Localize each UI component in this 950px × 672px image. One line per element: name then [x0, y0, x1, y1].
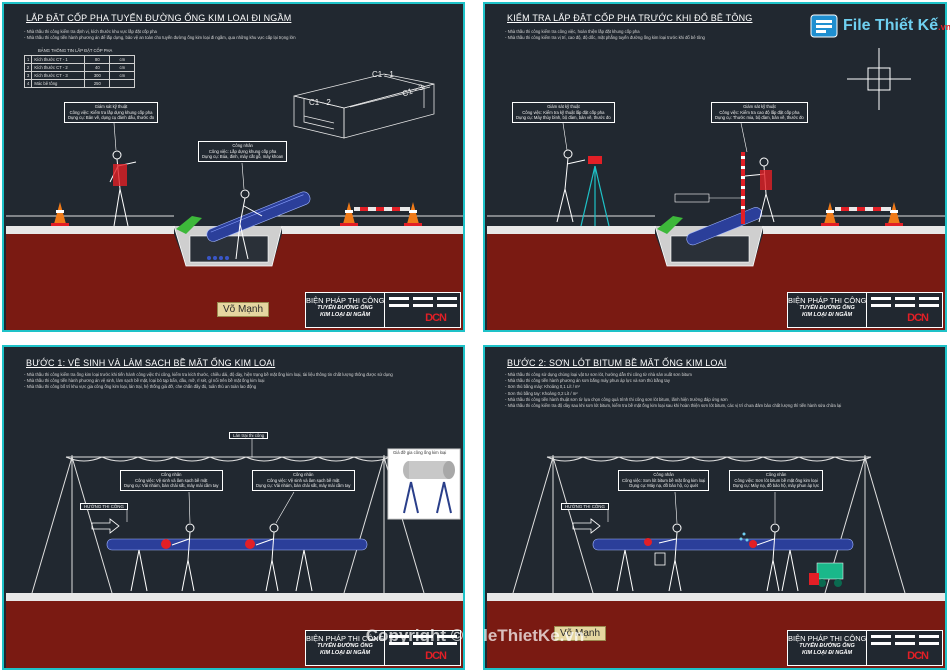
- crosshair-icon: [847, 48, 911, 110]
- rebar-dots: [207, 256, 229, 260]
- cleaning-worker-1: [171, 523, 195, 592]
- panel-check-formwork: KIỂM TRA LẮP ĐẶT CỐP PHA TRƯỚC KHI ĐỔ BÊ…: [483, 2, 947, 332]
- note-line: Nhà thầu thi công kiểm tra độ dày sau kh…: [505, 403, 842, 409]
- surveyor-figure: [556, 149, 586, 223]
- note-line: Sơn thủ bằng máy: Khoảng 0,1 Lít / m²: [505, 384, 841, 390]
- scene-bitumen-primer: [487, 455, 945, 668]
- scene-check-formwork: [487, 48, 945, 330]
- brush-worker: [658, 523, 682, 592]
- panel-clean-pipe: BƯỚC 1: VỆ SINH VÀ LÀM SẠCH BỀ MẶT ỐNG K…: [2, 345, 465, 670]
- panel-notes: Nhà thầu thi công kiểm tra công việc, ho…: [505, 29, 705, 41]
- note-line: Nhà thầu thi công kiểm tra vị trí, cao đ…: [505, 35, 705, 41]
- signature-label: Võ Mạnh: [217, 302, 270, 317]
- supervisor-figure: [109, 150, 137, 227]
- dcn-logo: DCN: [425, 650, 447, 662]
- spray-machine: [809, 562, 844, 587]
- direction-arrow-icon: [572, 518, 601, 534]
- road-base: [6, 226, 174, 234]
- filethietke-logo: File Thiết Kế.vn: [808, 12, 950, 40]
- worker-figure: [235, 189, 263, 260]
- note-line: Nhà thầu thi công tiến hành thuật sơn từ…: [505, 397, 841, 403]
- level-instrument: [588, 156, 602, 164]
- steel-pipe: [106, 538, 368, 551]
- panel-bitumen-primer: BƯỚC 2: SƠN LÓT BITUM BỀ MẶT ỐNG KIM LOẠ…: [483, 345, 947, 670]
- label-c1-2: C1 - 2: [309, 98, 331, 107]
- leader-lines: [113, 122, 245, 190]
- panel-install-formwork: LẮP ĐẶT CỐP PHA TUYẾN ĐƯỜNG ỐNG KIM LOẠI…: [2, 2, 465, 332]
- table-caption: BẢNG THÔNG TIN LẮP ĐẶT CỐP PHA: [38, 48, 113, 53]
- note-line: Nhà thầu thi công tiến hành phương án vệ…: [24, 378, 393, 384]
- note-line: Nhà thầu thi công kiểm tra ống kim loại …: [24, 372, 393, 378]
- pipe-supports: [130, 549, 313, 592]
- dcn-logo: DCN: [907, 312, 929, 324]
- signature-label: Võ Mạnh: [554, 626, 607, 641]
- spray-mist: [739, 532, 749, 542]
- grinder-icon: [161, 539, 171, 549]
- panel-notes: Nhà thầu thi công kiểm tra ống kim loại …: [24, 372, 393, 391]
- traffic-cones: [821, 202, 903, 226]
- title-block: BIỆN PHÁP THI CÔNG TUYẾN ĐƯỜNG ỐNG KIM L…: [787, 292, 943, 328]
- panel-title: LẮP ĐẶT CỐP PHA TUYẾN ĐƯỜNG ỐNG KIM LOẠI…: [26, 13, 292, 23]
- note-line: Nhà thầu thi công sử dụng chủng loại vật…: [505, 372, 841, 378]
- level-tripod: [580, 165, 610, 227]
- scene-install-formwork: [6, 73, 463, 330]
- formwork-isometric: [293, 73, 435, 139]
- title-block: BIỆN PHÁP THI CÔNG TUYẾN ĐƯỜNG ỐNG KIM L…: [305, 292, 461, 328]
- panel-notes: Nhà thầu thi công kiểm tra định vị, kích…: [24, 29, 296, 41]
- label-direction: HƯỚNG THI CÔNG: [561, 503, 609, 510]
- grinder-icon: [245, 539, 255, 549]
- title-block-logo-area: DCN: [385, 293, 460, 327]
- paint-bucket-icon: [654, 552, 666, 566]
- dcn-logo: DCN: [425, 312, 447, 324]
- traffic-cone-right: [340, 202, 422, 226]
- title-block: BIỆN PHÁP THI CÔNG TUYẾN ĐƯỜNG ỐNG KIM L…: [305, 630, 461, 666]
- pipe-stand-icon: [403, 481, 452, 514]
- note-line: Nhà thầu thi công kiểm tra định vị, kích…: [24, 29, 296, 35]
- grass-strip: [176, 216, 202, 234]
- title-block-stripes: [389, 297, 457, 307]
- annotation-box: [674, 193, 710, 203]
- work-tent: [31, 455, 425, 594]
- direction-arrow-icon: [91, 518, 120, 534]
- panel-notes: Nhà thầu thi công sử dụng chủng loại vật…: [505, 372, 842, 409]
- label-tent: Lán trại thi công: [229, 432, 269, 439]
- formwork-in-trench: [189, 235, 269, 263]
- label-c1-1: C1 - 1: [372, 70, 394, 79]
- note-line: Sơn thủ bằng tay: Khoảng 0,2 Lít / m²: [505, 391, 841, 397]
- scene-clean-pipe: [6, 439, 463, 668]
- title-block: BIỆN PHÁP THI CÔNG TUYẾN ĐƯỜNG ỐNG KIM L…: [787, 630, 943, 666]
- cleaning-worker-2: [255, 523, 279, 592]
- brand-icon: [810, 14, 838, 38]
- panel-title: BƯỚC 1: VỆ SINH VÀ LÀM SẠCH BỀ MẶT ỐNG K…: [26, 358, 276, 368]
- traffic-cone-left: [51, 202, 69, 226]
- spray-worker: [756, 523, 780, 592]
- support-image-box: [387, 448, 461, 520]
- panel-title: BƯỚC 2: SƠN LÓT BITUM BỀ MẶT ỐNG KIM LOẠ…: [507, 358, 727, 368]
- note-line: Nhà thầu thi công kiểm tra công việc, ho…: [505, 29, 705, 35]
- label-pipe-support: Giá đỡ gia công ống kim loại: [393, 450, 447, 455]
- dcn-logo: DCN: [907, 650, 929, 662]
- supervisor-vest: [113, 164, 127, 186]
- note-line: Nhà thầu thi công tiến hành phương án sơ…: [505, 378, 841, 384]
- label-direction: HƯỚNG THI CÔNG: [80, 503, 128, 510]
- note-line: Nhà thầu thi công bố trí khu vực gia côn…: [24, 384, 393, 390]
- road-base: [282, 226, 463, 234]
- steel-pipe: [592, 538, 854, 551]
- note-line: Nhà thầu thi công tiến hành phương án để…: [24, 35, 296, 41]
- panel-title: KIỂM TRA LẮP ĐẶT CỐP PHA TRƯỚC KHI ĐỔ BÊ…: [507, 13, 753, 23]
